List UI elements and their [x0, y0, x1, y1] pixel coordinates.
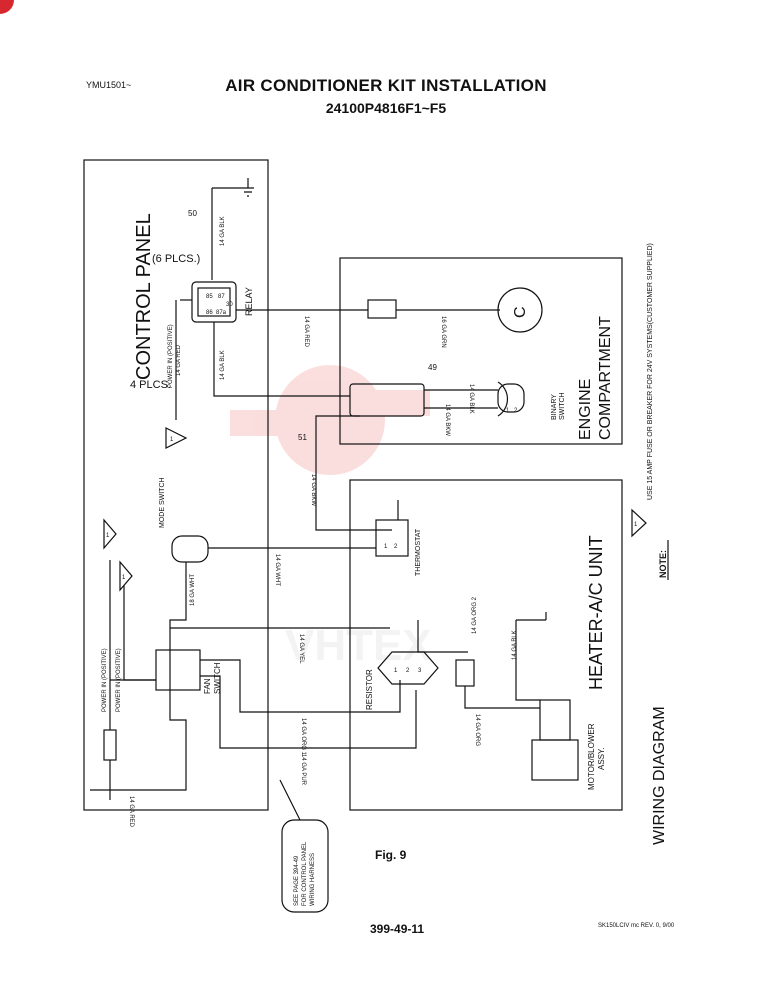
svg-text:14 GA BLK: 14 GA BLK	[220, 216, 226, 246]
wiring-diagram-title: WIRING DIAGRAM	[651, 706, 668, 845]
binary-switch-label-1: BINARY	[551, 394, 558, 420]
mode-switch-body	[171, 535, 209, 563]
svg-text:1: 1	[384, 544, 388, 550]
svg-text:85: 85	[206, 294, 213, 300]
svg-text:30: 30	[226, 302, 233, 308]
motor-blower-body	[539, 699, 571, 741]
triangle-numbers: 1 1 1 1	[106, 437, 638, 581]
page-title: AIR CONDITIONER KIT INSTALLATION	[225, 76, 547, 95]
svg-text:2: 2	[514, 408, 518, 414]
svg-text:VHTEX: VHTEX	[285, 621, 432, 670]
resistor-body	[377, 651, 439, 685]
inline-fuse	[103, 729, 117, 761]
mode-switch-label: MODE SWITCH	[159, 477, 166, 528]
svg-text:16 GA GRN: 16 GA GRN	[440, 316, 446, 348]
see-page-line1: SEE PAGE 394-49	[294, 855, 300, 906]
svg-text:14 GA RED: 14 GA RED	[303, 316, 309, 348]
control-panel-title: CONTROL PANEL	[133, 213, 155, 380]
six-places-label: (6 PLCS.)	[152, 253, 200, 265]
svg-text:14 GA ORG 2: 14 GA ORG 2	[472, 596, 478, 634]
engine-title-line1: ENGINE	[577, 379, 594, 440]
svg-text:3: 3	[418, 668, 422, 674]
svg-text:86: 86	[206, 310, 213, 316]
svg-text:2: 2	[394, 544, 398, 550]
thermostat-body	[375, 519, 409, 557]
document-code: YMU1501~	[86, 80, 132, 90]
wire-labels: 50 49 51 14 GA BLK 14 GA RED 14 GA RED 1…	[128, 209, 518, 828]
svg-text:18 GA WHT: 18 GA WHT	[190, 574, 196, 606]
revision-note: SK150LCIV mc REV. 0, 9/00	[598, 923, 675, 929]
svg-text:1: 1	[634, 522, 638, 528]
thermostat-label: THERMOSTAT	[415, 528, 422, 576]
motor-blower-label-2: ASSY.	[597, 747, 606, 770]
svg-text:14 GA BLK: 14 GA BLK	[512, 630, 518, 660]
svg-text:87: 87	[218, 294, 225, 300]
control-panel-boundary	[83, 159, 269, 811]
svg-text:14 GA BKW: 14 GA BKW	[310, 474, 316, 506]
four-places-label: 4 PLCS.	[130, 379, 171, 391]
compressor-label: C	[512, 306, 529, 318]
engine-compartment-boundary	[339, 257, 623, 445]
relay-connector	[367, 299, 397, 319]
svg-text:14 GA BLK: 14 GA BLK	[468, 384, 474, 414]
motor-connector	[455, 659, 475, 687]
watermark-logo: VHTEX	[230, 365, 432, 670]
svg-text:14 GA RED: 14 GA RED	[128, 796, 134, 828]
resistor-label: RESISTOR	[365, 669, 374, 710]
binary-switch-label-2: SWITCH	[559, 392, 566, 420]
svg-text:49: 49	[428, 363, 437, 372]
svg-text:2: 2	[406, 668, 410, 674]
power-in-label-1: POWER IN (POSITIVE)	[168, 324, 174, 388]
svg-text:51: 51	[298, 433, 307, 442]
binary-connector	[349, 383, 425, 417]
binary-switch	[497, 383, 525, 413]
heater-unit-title: HEATER-A/C UNIT	[586, 535, 606, 690]
see-page-line2: FOR CONTROL PANEL	[302, 841, 308, 906]
svg-text:14 GA WHT: 14 GA WHT	[274, 554, 280, 586]
page-subtitle: 24100P4816F1~F5	[325, 100, 447, 116]
motor-blower-label-1: MOTOR/BLOWER	[587, 723, 596, 790]
svg-text:14 GA RED: 14 GA RED	[176, 344, 182, 376]
svg-text:1: 1	[106, 533, 110, 539]
svg-text:14 GA ORG: 14 GA ORG	[474, 714, 480, 746]
relay-label: RELAY	[244, 287, 254, 316]
triangle-markers	[103, 427, 647, 592]
svg-text:14 GA BLK: 14 GA BLK	[220, 350, 226, 380]
see-page-line3: WIRING HARNESS	[310, 853, 316, 906]
pin-numbers: 85 87 86 87a 30 1 2 3 1 2 1 2	[206, 294, 518, 674]
power-in-label-3: POWER IN (POSITIVE)	[116, 648, 122, 712]
svg-text:87a: 87a	[216, 310, 227, 316]
power-in-label-2: POWER IN (POSITIVE)	[102, 648, 108, 712]
svg-text:1: 1	[506, 408, 510, 414]
svg-text:1: 1	[122, 575, 126, 581]
svg-text:14 GA BKW: 14 GA BKW	[444, 404, 450, 436]
svg-text:14 GA ORG 1: 14 GA ORG 1	[300, 718, 306, 756]
svg-text:1: 1	[170, 437, 174, 443]
fan-switch-body	[155, 649, 201, 691]
compressor-circle	[497, 287, 543, 333]
svg-text:14 GA YEL: 14 GA YEL	[298, 634, 304, 664]
see-page-box	[281, 819, 329, 913]
figure-label: Fig. 9	[375, 848, 407, 862]
note-label: NOTE:	[658, 550, 668, 578]
blower-wheel	[531, 739, 579, 781]
fan-switch-label-2: SWITCH	[213, 662, 222, 694]
fan-switch-label-1: FAN	[203, 678, 212, 694]
svg-text:14 GA PUR: 14 GA PUR	[300, 754, 306, 786]
engine-title-line2: COMPARTMENT	[597, 316, 614, 440]
page-number: 399-49-11	[370, 922, 425, 936]
svg-text:50: 50	[188, 209, 197, 218]
note-text: USE 15 AMP FUSE OR BREAKER FOR 24V SYSTE…	[647, 243, 654, 500]
svg-text:1: 1	[394, 668, 398, 674]
heater-unit-boundary	[349, 479, 623, 811]
